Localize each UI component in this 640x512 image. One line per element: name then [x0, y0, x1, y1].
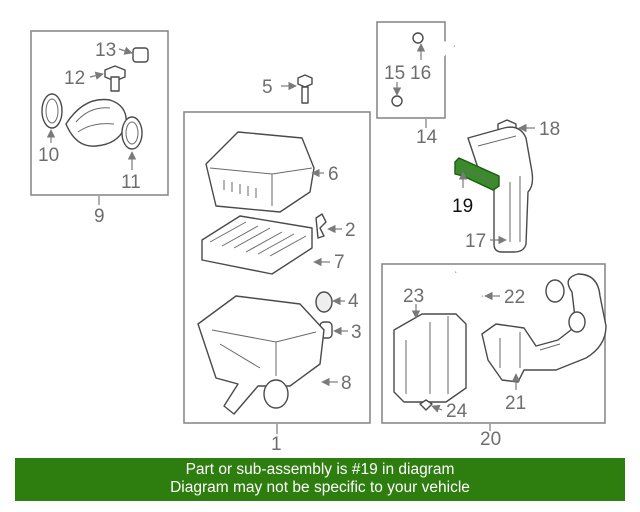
air-filter-7 [201, 215, 313, 275]
hose-22 [455, 268, 483, 298]
callout-9: 9 [94, 206, 105, 227]
callout-2: 2 [345, 220, 356, 241]
callout-13: 13 [95, 40, 116, 61]
duct-21 [481, 273, 607, 383]
callout-8: 8 [341, 373, 352, 394]
info-banner: Part or sub-assembly is #19 in diagram D… [15, 458, 625, 501]
callout-17: 17 [465, 231, 486, 252]
intake-hose-assembly [41, 47, 149, 150]
parts-diagram: 13 12 10 11 9 5 6 2 7 4 3 8 1 15 16 14 1… [30, 21, 607, 455]
breather-hose [391, 32, 455, 108]
callout-15: 15 [384, 63, 405, 84]
air-cleaner-body-8 [197, 295, 325, 415]
resonator-23 [393, 313, 467, 403]
clip-24 [419, 399, 433, 411]
callout-5: 5 [262, 77, 273, 98]
callout-19: 19 [452, 196, 473, 217]
callout-7: 7 [334, 252, 345, 273]
callout-4: 4 [348, 291, 359, 312]
callout-1: 1 [271, 434, 282, 455]
banner-line-part: Part or sub-assembly is #19 in diagram [185, 461, 455, 478]
grommet-4 [315, 291, 333, 313]
callout-24: 24 [446, 401, 468, 422]
callout-12: 12 [64, 68, 85, 89]
callout-20: 20 [480, 429, 501, 450]
callout-10: 10 [38, 145, 59, 166]
air-cleaner-cover-6 [205, 131, 315, 213]
callout-18: 18 [539, 119, 560, 140]
callout-6: 6 [328, 164, 339, 185]
callout-22: 22 [504, 287, 525, 308]
callout-23: 23 [403, 286, 424, 307]
banner-line-disclaimer: Diagram may not be specific to your vehi… [170, 479, 470, 496]
callout-16: 16 [410, 63, 431, 84]
bracket-19-highlighted [454, 157, 500, 191]
callout-11: 11 [121, 172, 141, 193]
callout-21: 21 [505, 393, 526, 414]
group-box-14 [376, 21, 446, 119]
bolt-5 [297, 74, 313, 104]
callout-14: 14 [416, 127, 438, 148]
callout-3: 3 [351, 322, 362, 343]
leader-lines [46, 43, 535, 434]
clip-2 [315, 213, 327, 239]
